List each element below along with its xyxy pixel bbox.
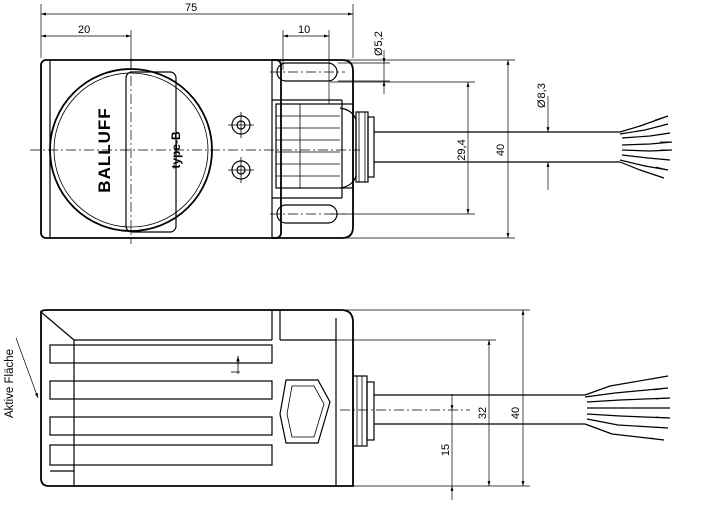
cooling-fins xyxy=(49,344,273,472)
dim-cable-height-label: 15 xyxy=(440,444,452,456)
type-label: type-B xyxy=(169,131,183,169)
dim-left-offset-label: 20 xyxy=(78,24,90,36)
dim-overall-width: 75 xyxy=(40,2,354,58)
dim-slot-diameter-label: Ø5,2 xyxy=(373,31,385,56)
dim-cable-diameter: Ø8,3 xyxy=(536,83,550,190)
dim-slot-width: 10 xyxy=(282,24,330,104)
dim-height-top: 40 xyxy=(340,59,515,239)
side-housing-outline xyxy=(40,309,354,487)
dim-overall-width-label: 75 xyxy=(185,2,197,14)
cable-top xyxy=(374,115,673,179)
orientation-marker xyxy=(231,356,240,374)
dim-slot-width-label: 10 xyxy=(298,24,310,36)
dim-slot-diameter: Ø5,2 xyxy=(338,31,390,94)
side-view: Aktive Fläche xyxy=(4,309,671,500)
housing-outline xyxy=(40,59,282,239)
led-indicator-bottom xyxy=(228,157,254,183)
cable-side xyxy=(374,375,671,441)
dim-left-offset: 20 xyxy=(41,24,132,70)
top-view: 75 20 10 Ø5,2 xyxy=(30,2,673,244)
side-cable-gland xyxy=(352,375,375,447)
dim-inner-height-label: 32 xyxy=(477,407,489,419)
grip-bar xyxy=(125,71,177,233)
dim-slot-spacing: 29,4 xyxy=(330,81,475,215)
dim-height-side: 40 xyxy=(345,309,530,487)
mounting-flange xyxy=(272,59,354,239)
dim-height-top-label: 40 xyxy=(495,144,507,156)
brand-label: BALLUFF xyxy=(95,107,114,192)
dim-slot-spacing-label: 29,4 xyxy=(456,139,468,160)
dim-height-side-label: 40 xyxy=(510,407,522,419)
dim-cable-diameter-label: Ø8,3 xyxy=(536,83,548,108)
led-indicator-top xyxy=(228,112,254,138)
led-window xyxy=(279,379,331,444)
active-face-label: Aktive Fläche xyxy=(4,349,16,418)
dim-cable-height: 15 xyxy=(340,394,460,500)
dim-inner-height: 32 xyxy=(336,339,496,486)
cable-gland xyxy=(275,103,375,189)
